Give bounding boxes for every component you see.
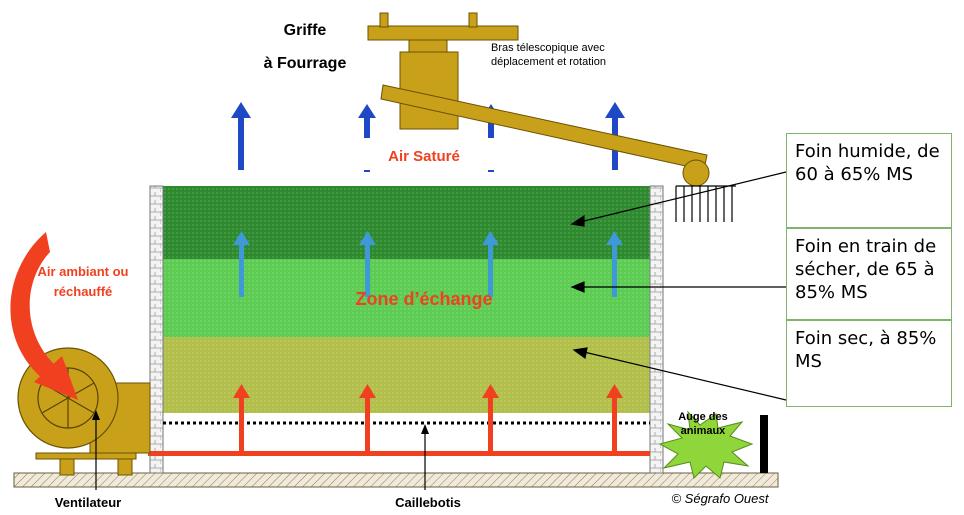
bras-label-1: Bras télescopique avec <box>491 42 605 54</box>
grapple-tines <box>675 185 736 222</box>
label-pointers <box>570 171 787 401</box>
auge-burst-icon <box>658 410 768 479</box>
right-wall <box>649 185 664 474</box>
air-ambiant-label-2: réchauffé <box>54 284 113 299</box>
left-wall <box>149 185 164 474</box>
air-duct <box>148 451 650 456</box>
ground <box>13 472 779 488</box>
bras-label-2: déplacement et rotation <box>491 56 606 68</box>
label-foin-humide: Foin humide, de 60 à 65% MS <box>786 133 952 228</box>
copyright-label: © Ségrafo Ouest <box>671 491 769 506</box>
air-sature-label: Air Saturé <box>388 148 460 165</box>
warm-air-arrows <box>233 384 623 453</box>
caillebotis-label: Caillebotis <box>395 495 461 510</box>
air-ambiant-label-1: Air ambiant ou <box>37 264 128 279</box>
curved-arrow-icon <box>10 232 78 400</box>
mid-air-arrows <box>233 231 623 297</box>
label-foin-en-train: Foin en train de sécher, de 65 à 85% MS <box>786 228 952 320</box>
grapple-icon <box>367 12 710 187</box>
auge-label-1: Auge des <box>678 411 728 423</box>
auge-label-2: animaux <box>681 425 727 437</box>
hay-layers <box>163 186 650 413</box>
ventilateur-label: Ventilateur <box>55 495 121 510</box>
zone-echange-label: Zone d’échange <box>355 289 492 309</box>
griffe-label-2: à Fourrage <box>264 55 347 72</box>
griffe-label-1: Griffe <box>284 22 327 39</box>
label-foin-sec: Foin sec, à 85% MS <box>786 320 952 407</box>
